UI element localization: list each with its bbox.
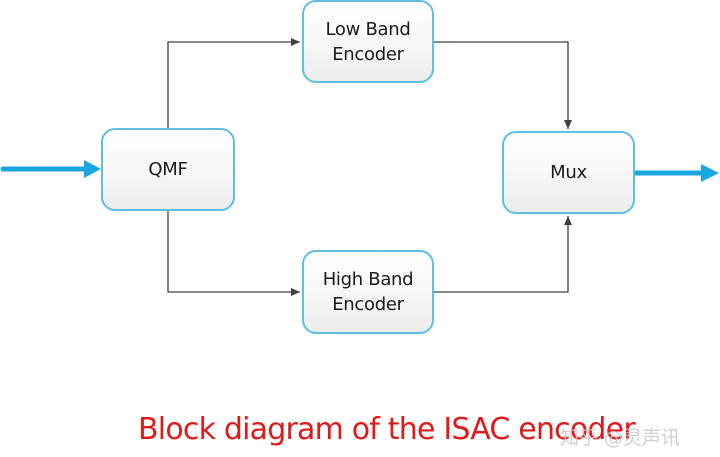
connector-qmf-to-high-band <box>167 211 300 296</box>
mux-label: Mux <box>550 162 587 183</box>
high-band-encoder-block: High Band Encoder <box>302 250 434 334</box>
connector-qmf-to-low-band <box>167 38 300 128</box>
connector-low-band-to-mux <box>434 41 572 129</box>
connector-high-band-to-mux <box>434 216 572 293</box>
high-band-encoder-label: High Band Encoder <box>322 269 414 315</box>
watermark: 知乎 @灵声讯 <box>560 427 681 449</box>
qmf-label: QMF <box>148 159 188 180</box>
mux-block: Mux <box>502 131 635 214</box>
input-arrow <box>0 160 101 178</box>
low-band-encoder-block: Low Band Encoder <box>302 0 434 83</box>
output-arrow <box>632 164 719 182</box>
qmf-block: QMF <box>101 128 235 211</box>
low-band-encoder-label: Low Band Encoder <box>325 18 411 65</box>
diagram-caption: Block diagram of the ISAC encoder <box>138 412 636 447</box>
